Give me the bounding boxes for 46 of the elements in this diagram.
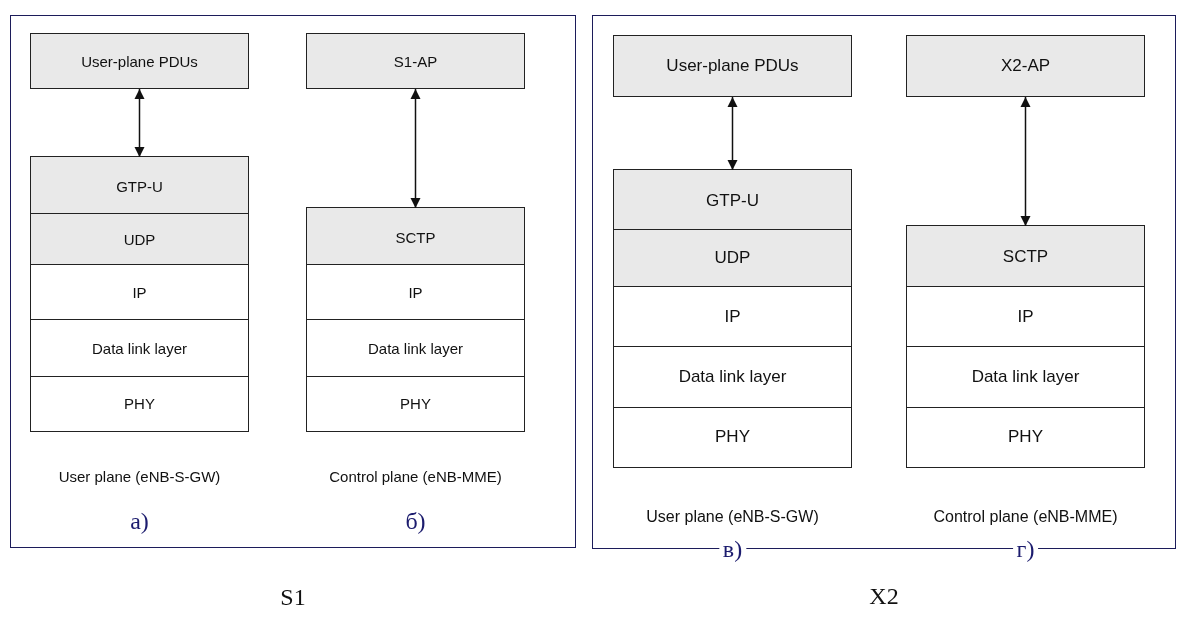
protocol-layer	[31, 157, 248, 216]
protocol-stack	[613, 169, 852, 468]
stack-caption: Control plane (eNB-MME)	[329, 468, 502, 485]
protocol-stack	[906, 225, 1145, 468]
protocol-box	[613, 35, 852, 97]
protocol-layer	[907, 226, 1144, 289]
layer-name: SCTP	[1002, 247, 1049, 268]
protocol-box	[30, 33, 249, 89]
double-arrow	[134, 88, 145, 158]
double-arrow	[727, 96, 738, 171]
layer-name: PHY	[400, 395, 431, 413]
protocol-layer	[31, 212, 248, 265]
protocol-layer	[614, 228, 851, 287]
stack-caption: User plane (eNB-S-GW)	[58, 468, 221, 485]
stack-caption: User plane (eNB-S-GW)	[646, 508, 819, 526]
layer-name: PHY	[124, 395, 155, 413]
layer-name: IP	[408, 283, 423, 301]
layer-name: Data link layer	[367, 339, 463, 357]
protocol-name: User-plane PDUs	[81, 52, 198, 70]
layer-name: IP	[132, 283, 147, 301]
protocol-name: X2-AP	[1000, 56, 1051, 76]
layer-name: PHY	[715, 427, 750, 448]
protocol-box	[906, 35, 1145, 97]
layer-name: Data link layer	[971, 367, 1080, 388]
protocol-layer	[307, 208, 524, 267]
protocol-stack	[30, 156, 249, 432]
double-arrow	[1020, 96, 1031, 227]
layer-name: GTP-U	[706, 190, 759, 211]
double-arrow	[410, 88, 421, 209]
layer-name: UDP	[123, 230, 156, 248]
layer-name: UDP	[714, 248, 751, 269]
panel-title: S1	[280, 584, 306, 610]
layer-name: IP	[1017, 306, 1034, 327]
layer-name: PHY	[1008, 427, 1043, 448]
protocol-box	[306, 33, 525, 89]
panel-title: X2	[869, 583, 899, 609]
layer-name: Data link layer	[678, 367, 787, 388]
stack-caption: Control plane (eNB-MME)	[933, 508, 1118, 526]
protocol-layer	[614, 170, 851, 232]
protocol-name: S1-AP	[393, 52, 438, 70]
protocol-name: User-plane PDUs	[666, 56, 799, 76]
protocol-stack	[306, 207, 525, 432]
layer-name: GTP-U	[116, 177, 163, 195]
layer-name: Data link layer	[91, 339, 187, 357]
layer-name: SCTP	[395, 228, 436, 246]
layer-name: IP	[724, 306, 741, 327]
